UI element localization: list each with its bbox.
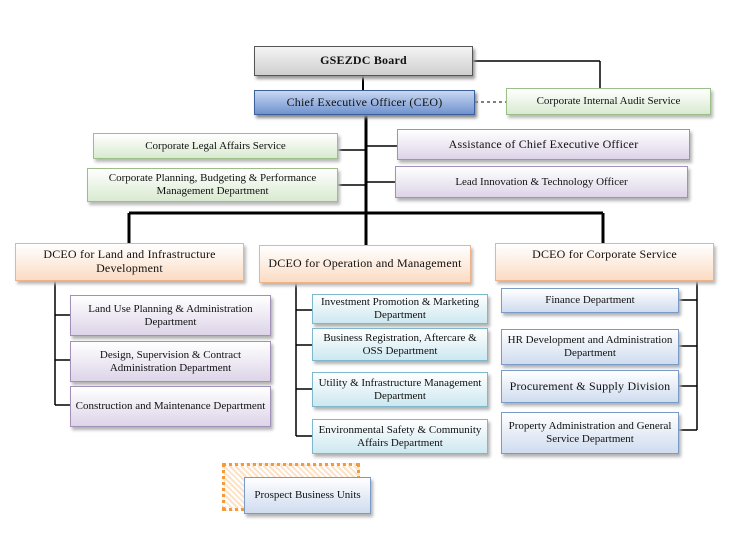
corp-dept-4: Property Administration and General Serv… bbox=[501, 412, 679, 454]
ops-dept-2: Business Registration, Aftercare & OSS D… bbox=[312, 328, 488, 361]
corp-dept-2: HR Development and Administration Depart… bbox=[501, 329, 679, 365]
dceo-ops-box: DCEO for Operation and Management bbox=[259, 245, 471, 283]
land-dept-2: Design, Supervision & Contract Administr… bbox=[70, 341, 271, 382]
prospect-box: Prospect Business Units bbox=[244, 477, 371, 514]
innovation-box: Lead Innovation & Technology Officer bbox=[395, 166, 688, 198]
ops-dept-1: Investment Promotion & Marketing Departm… bbox=[312, 294, 488, 324]
audit-box: Corporate Internal Audit Service bbox=[506, 88, 711, 115]
land-dept-3: Construction and Maintenance Department bbox=[70, 386, 271, 427]
ops-dept-4: Environmental Safety & Community Affairs… bbox=[312, 419, 488, 454]
planning-box: Corporate Planning, Budgeting & Performa… bbox=[87, 168, 338, 202]
dceo-corp-box: DCEO for Corporate Service bbox=[495, 243, 714, 281]
assistance-box: Assistance of Chief Executive Officer bbox=[397, 129, 690, 160]
corp-dept-3: Procurement & Supply Division bbox=[501, 370, 679, 403]
ops-dept-3: Utility & Infrastructure Management Depa… bbox=[312, 372, 488, 407]
corp-dept-1: Finance Department bbox=[501, 288, 679, 313]
ceo-box: Chief Executive Officer (CEO) bbox=[254, 90, 475, 115]
land-dept-1: Land Use Planning & Administration Depar… bbox=[70, 295, 271, 336]
dceo-land-box: DCEO for Land and Infrastructure Develop… bbox=[15, 243, 244, 281]
board-box: GSEZDC Board bbox=[254, 46, 473, 76]
legal-box: Corporate Legal Affairs Service bbox=[93, 133, 338, 159]
